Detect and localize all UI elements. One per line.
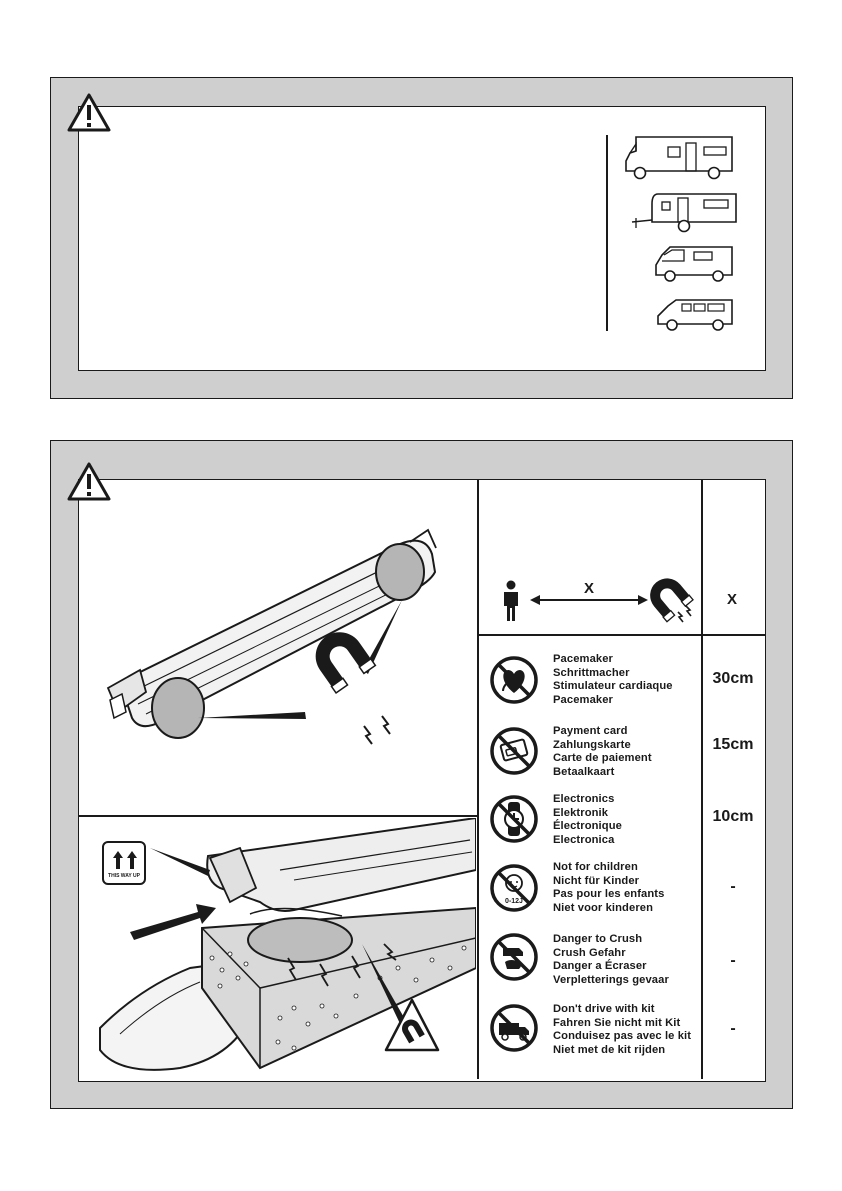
- warning-triangle-icon: [67, 93, 111, 132]
- caravan-icon: [631, 193, 737, 233]
- top-divider: [606, 135, 608, 331]
- svg-text:0-12J: 0-12J: [505, 898, 523, 905]
- magnet-icon: [315, 632, 377, 694]
- electronics-distance: 10cm: [712, 808, 754, 825]
- no-pacemaker-icon: [490, 656, 538, 704]
- children-text: Not for children Nicht für Kinder Pas po…: [553, 861, 665, 914]
- no-children-icon: 0-12J: [490, 864, 538, 912]
- this-way-up-label: THIS WAY UP: [102, 841, 146, 885]
- person-icon: [504, 580, 518, 621]
- distance-column-header: X: [727, 591, 738, 608]
- van-icon: [655, 246, 733, 282]
- payment-card-text: Payment card Zahlungskarte Carte de paie…: [553, 725, 652, 778]
- illustration-divider: [78, 815, 478, 817]
- pacemaker-distance: 30cm: [712, 670, 754, 687]
- warning-triangle-icon: [67, 462, 111, 501]
- driving-distance: -: [730, 1020, 736, 1037]
- table-column-divider: [701, 479, 703, 1079]
- no-payment-card-icon: [490, 727, 538, 775]
- electronics-text: Electronics Elektronik Électronique Elec…: [553, 793, 622, 846]
- double-arrow-icon: [530, 595, 648, 605]
- children-distance: -: [730, 878, 736, 895]
- magnet-icon: [650, 578, 694, 623]
- motorhome-icon: [625, 136, 733, 180]
- up-arrows-icon: [113, 851, 137, 869]
- crush-distance: -: [730, 952, 736, 969]
- minivan-icon: [657, 299, 733, 331]
- pacemaker-text: Pacemaker Schrittmacher Stimulateur card…: [553, 653, 673, 706]
- no-crush-icon: [490, 933, 538, 981]
- top-warning-panel: [50, 77, 793, 399]
- placement-illustration: [99, 818, 476, 1071]
- magnetic-bar-illustration: [106, 528, 437, 745]
- driving-text: Don't drive with kit Fahren Sie nicht mi…: [553, 1003, 692, 1056]
- no-electronics-icon: [490, 795, 538, 843]
- crush-text: Danger to Crush Crush Gefahr Danger a Éc…: [553, 933, 669, 986]
- table-header-divider: [477, 634, 765, 636]
- table-left-border: [477, 479, 479, 1079]
- payment-card-distance: 15cm: [712, 736, 754, 753]
- this-way-up-text: THIS WAY UP: [108, 873, 140, 879]
- distance-x-label: X: [584, 580, 595, 597]
- no-driving-icon: [490, 1004, 538, 1052]
